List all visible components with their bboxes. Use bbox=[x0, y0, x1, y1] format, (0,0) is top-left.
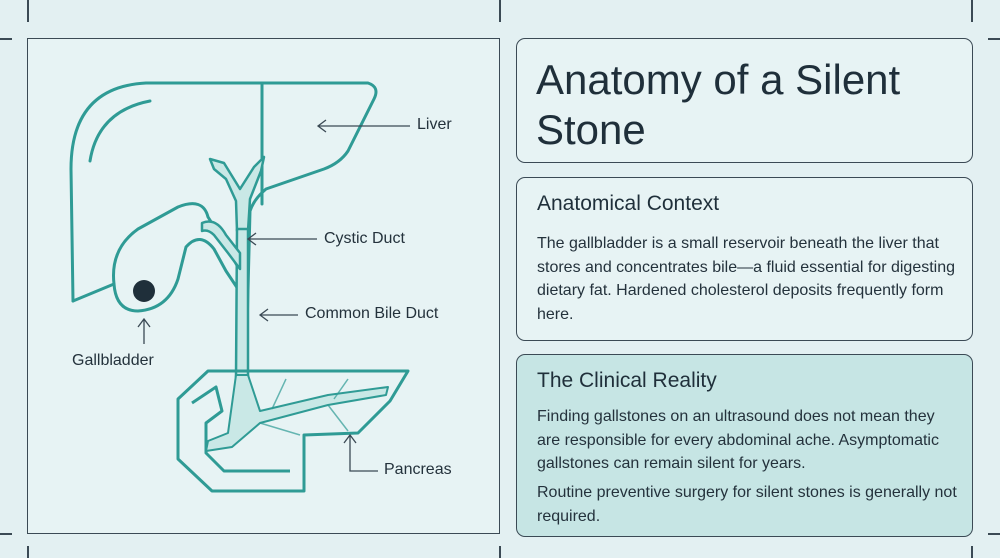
gallbladder-label: Gallbladder bbox=[72, 352, 154, 369]
frame-line-bottom-right bbox=[971, 546, 973, 558]
pancreas-lobule-line bbox=[271, 378, 287, 410]
anatomy-diagram-panel: Liver Cystic Duct Common Bile Duct Gallb… bbox=[27, 38, 500, 534]
common-bile-duct-label: Common Bile Duct bbox=[305, 305, 439, 322]
frame-line-top-left bbox=[27, 0, 29, 22]
reality-body-2: Routine preventive surgery for silent st… bbox=[537, 484, 957, 525]
reality-card: The Clinical Reality Finding gallstones … bbox=[516, 354, 973, 537]
gallstone-icon bbox=[133, 280, 155, 302]
frame-line-right-top bbox=[988, 38, 1000, 40]
frame-line-left-bottom bbox=[0, 533, 12, 535]
duodenum-inner bbox=[191, 385, 290, 473]
pancreas-outline bbox=[176, 369, 410, 493]
frame-line-top-mid bbox=[499, 0, 501, 22]
reality-body-1: Finding gallstones on an ultrasound does… bbox=[537, 408, 939, 472]
gallbladder-outline bbox=[112, 202, 242, 313]
liver-bottom-edge bbox=[71, 282, 116, 303]
liver-outline bbox=[69, 81, 378, 331]
pancreas-lobule-line bbox=[333, 378, 349, 400]
pancreas-lobule-line bbox=[327, 404, 349, 432]
liver-inner-edge bbox=[88, 99, 152, 163]
hepatic-duct bbox=[208, 155, 266, 233]
frame-line-top-right bbox=[971, 0, 973, 22]
frame-line-right-bottom bbox=[988, 533, 1000, 535]
cystic-duct-arrow bbox=[246, 232, 317, 246]
anatomy-diagram bbox=[69, 81, 410, 493]
context-card: Anatomical Context The gallbladder is a … bbox=[516, 177, 973, 341]
cystic-duct-shape bbox=[200, 220, 242, 271]
title-card: Anatomy of a Silent Stone bbox=[516, 38, 973, 163]
frame-line-bottom-left bbox=[27, 546, 29, 558]
gallbladder-arrow bbox=[137, 317, 151, 344]
context-body: The gallbladder is a small reservoir ben… bbox=[537, 235, 956, 323]
liver-arrow bbox=[316, 119, 410, 133]
liver-label: Liver bbox=[417, 116, 452, 133]
pancreatic-duct bbox=[205, 374, 389, 452]
reality-heading: The Clinical Reality bbox=[537, 369, 717, 392]
pancreas-label: Pancreas bbox=[384, 461, 452, 478]
context-heading: Anatomical Context bbox=[537, 192, 720, 215]
cystic-duct-label: Cystic Duct bbox=[324, 230, 405, 247]
pancreas-arrow bbox=[343, 433, 378, 472]
pancreas-lobule-line bbox=[259, 422, 301, 436]
frame-line-left-top bbox=[0, 38, 12, 40]
frame-line-bottom-mid bbox=[499, 546, 501, 558]
common-bile-duct-arrow bbox=[258, 308, 298, 322]
page-title: Anatomy of a Silent Stone bbox=[536, 56, 901, 153]
